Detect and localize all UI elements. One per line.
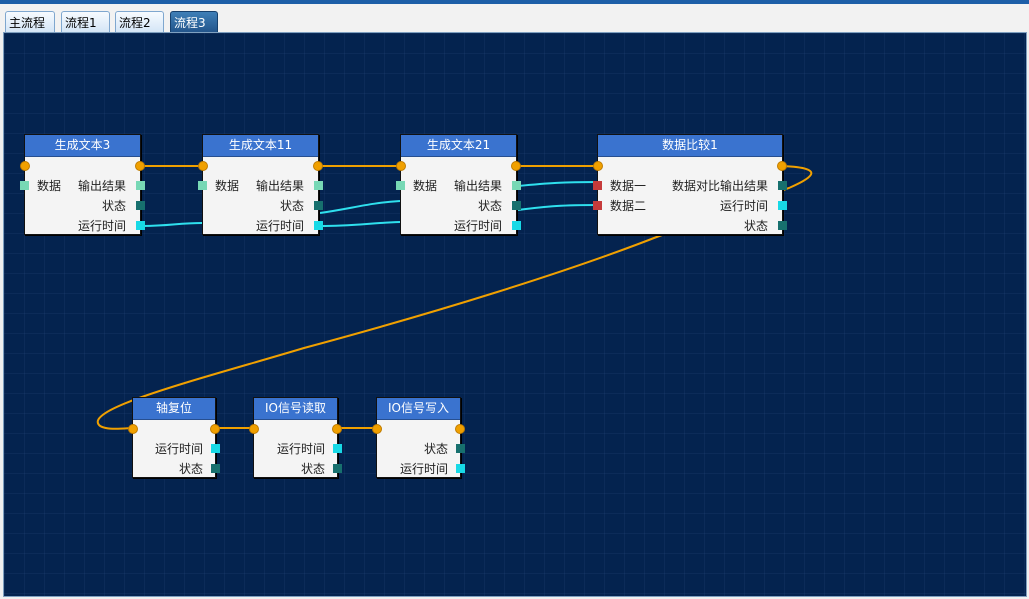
input-label: 数据二: [610, 199, 647, 213]
node-title: 生成文本3: [25, 135, 140, 157]
output-label: 运行时间: [77, 219, 126, 233]
node-data-compare-1[interactable]: 数据比较1 数据一 数据二 数据对比输出结果 运行时间 状态: [593, 134, 787, 235]
flow-in-port[interactable]: [198, 161, 208, 171]
tab-bar: 主流程 流程1 流程2 流程3: [0, 4, 1029, 35]
output-port-runtime[interactable]: [314, 221, 323, 230]
output-port-runtime[interactable]: [136, 221, 145, 230]
node-io-signal-write[interactable]: IO信号写入 状态 运行时间: [372, 397, 465, 478]
input-port-data[interactable]: [20, 181, 29, 190]
input-label: 数据一: [610, 179, 647, 193]
output-port-status[interactable]: [136, 201, 145, 210]
flow-in-port[interactable]: [128, 424, 138, 434]
output-port-result[interactable]: [136, 181, 145, 190]
node-generate-text-11[interactable]: 生成文本11 数据 输出结果 状态 运行时间: [198, 134, 323, 235]
flow-out-port[interactable]: [210, 424, 220, 434]
tab-flow-1[interactable]: 流程1: [61, 11, 110, 35]
connection-layer: [96, 165, 813, 430]
output-port-status[interactable]: [211, 464, 220, 473]
node-generate-text-3[interactable]: 生成文本3 数据 输出结果 状态 运行时间: [20, 134, 145, 235]
tab-flow-2[interactable]: 流程2: [115, 11, 164, 35]
input-port-data-1[interactable]: [593, 181, 602, 190]
output-label: 输出结果: [453, 179, 502, 193]
output-label: 运行时间: [719, 199, 768, 213]
flow-canvas[interactable]: 生成文本3 数据 输出结果 状态 运行时间 生成文本11 数据: [4, 33, 1026, 596]
output-port-compare-result[interactable]: [778, 181, 787, 190]
output-label: 状态: [477, 199, 502, 213]
node-title: 生成文本11: [203, 135, 318, 157]
data-wire[interactable]: [319, 221, 401, 227]
output-label: 状态: [743, 219, 768, 233]
output-port-runtime[interactable]: [211, 444, 220, 453]
output-port-runtime[interactable]: [456, 464, 465, 473]
tab-flow-3[interactable]: 流程3: [170, 11, 218, 35]
flow-out-port[interactable]: [455, 424, 465, 434]
output-port-status[interactable]: [456, 444, 465, 453]
output-port-runtime[interactable]: [512, 221, 521, 230]
flow-out-port[interactable]: [511, 161, 521, 171]
node-title: IO信号读取: [254, 398, 337, 420]
output-label: 运行时间: [154, 442, 203, 456]
output-port-status[interactable]: [512, 201, 521, 210]
node-io-signal-read[interactable]: IO信号读取 运行时间 状态: [249, 397, 342, 478]
input-port-data[interactable]: [198, 181, 207, 190]
input-label: 数据: [37, 179, 62, 193]
output-label: 运行时间: [453, 219, 502, 233]
output-port-status[interactable]: [314, 201, 323, 210]
flow-in-port[interactable]: [372, 424, 382, 434]
output-label: 数据对比输出结果: [671, 179, 768, 193]
flow-canvas-frame: 生成文本3 数据 输出结果 状态 运行时间 生成文本11 数据: [3, 32, 1027, 597]
tab-main-flow[interactable]: 主流程: [5, 11, 55, 35]
output-label: 状态: [101, 199, 126, 213]
flow-in-port[interactable]: [20, 161, 30, 171]
node-generate-text-21[interactable]: 生成文本21 数据 输出结果 状态 运行时间: [396, 134, 521, 235]
window-top-border: [0, 0, 1029, 4]
output-port-status[interactable]: [333, 464, 342, 473]
flow-out-port[interactable]: [332, 424, 342, 434]
output-label: 状态: [423, 442, 448, 456]
input-port-data-2[interactable]: [593, 201, 602, 210]
flow-wire[interactable]: [96, 165, 813, 430]
flow-out-port[interactable]: [135, 161, 145, 171]
data-wire[interactable]: [517, 204, 598, 211]
output-label: 运行时间: [276, 442, 325, 456]
flow-out-port[interactable]: [777, 161, 787, 171]
data-wire[interactable]: [319, 200, 401, 214]
node-title: 数据比较1: [598, 135, 782, 157]
output-port-result[interactable]: [512, 181, 521, 190]
input-port-data[interactable]: [396, 181, 405, 190]
output-label: 状态: [300, 462, 325, 476]
output-port-status[interactable]: [778, 221, 787, 230]
output-label: 运行时间: [399, 462, 448, 476]
output-label: 输出结果: [77, 179, 126, 193]
data-wire[interactable]: [517, 181, 598, 187]
node-title: 生成文本21: [401, 135, 516, 157]
input-label: 数据: [215, 179, 240, 193]
node-title: 轴复位: [133, 398, 215, 420]
data-wire[interactable]: [142, 222, 203, 227]
output-label: 运行时间: [255, 219, 304, 233]
output-port-result[interactable]: [314, 181, 323, 190]
output-port-runtime[interactable]: [333, 444, 342, 453]
output-label: 输出结果: [255, 179, 304, 193]
flow-out-port[interactable]: [313, 161, 323, 171]
flow-in-port[interactable]: [593, 161, 603, 171]
output-label: 状态: [178, 462, 203, 476]
output-label: 状态: [279, 199, 304, 213]
input-label: 数据: [413, 179, 438, 193]
node-axis-reset[interactable]: 轴复位 运行时间 状态: [128, 397, 220, 478]
node-title: IO信号写入: [377, 398, 460, 420]
output-port-runtime[interactable]: [778, 201, 787, 210]
flow-in-port[interactable]: [396, 161, 406, 171]
flow-in-port[interactable]: [249, 424, 259, 434]
